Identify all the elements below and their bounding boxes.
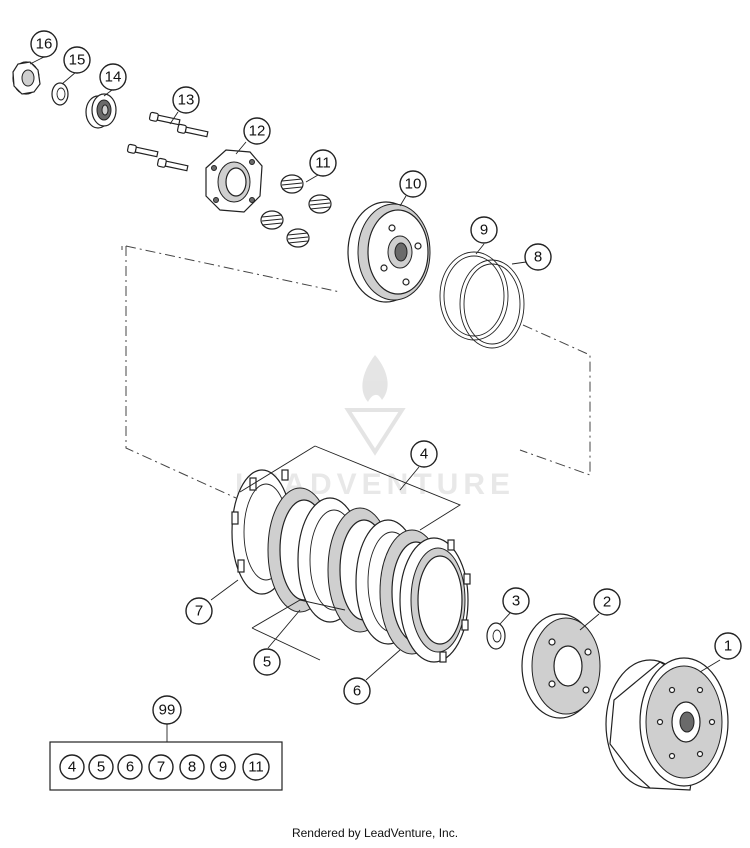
svg-text:4: 4 xyxy=(420,446,428,463)
svg-text:15: 15 xyxy=(69,52,86,69)
svg-text:7: 7 xyxy=(195,603,203,620)
callout-10[interactable]: 10 xyxy=(399,170,427,198)
nut-part xyxy=(12,61,41,95)
svg-text:8: 8 xyxy=(188,759,196,776)
kit-item-8[interactable]: 8 xyxy=(179,754,205,780)
svg-text:1: 1 xyxy=(724,638,732,655)
svg-text:99: 99 xyxy=(159,702,176,719)
clutch-disc-6 xyxy=(399,537,471,663)
callout-2[interactable]: 2 xyxy=(593,588,621,616)
svg-text:2: 2 xyxy=(603,594,611,611)
callout-6[interactable]: 6 xyxy=(343,677,371,705)
thrust-washer-part xyxy=(486,622,506,650)
callout-7[interactable]: 7 xyxy=(185,597,213,625)
kit-item-7[interactable]: 7 xyxy=(148,754,174,780)
bolts-part xyxy=(126,111,209,172)
callout-99[interactable]: 99 xyxy=(152,695,182,725)
callout-12[interactable]: 12 xyxy=(243,117,271,145)
svg-text:9: 9 xyxy=(219,759,227,776)
callout-16[interactable]: 16 xyxy=(30,30,58,58)
pressure-plate-part xyxy=(205,149,263,213)
svg-text:12: 12 xyxy=(249,123,266,140)
assembly-lines xyxy=(121,245,591,499)
svg-text:4: 4 xyxy=(68,759,76,776)
wire-ring-part xyxy=(459,259,525,349)
leader-lines xyxy=(29,56,721,742)
svg-text:9: 9 xyxy=(480,222,488,239)
kit-item-9[interactable]: 9 xyxy=(210,754,236,780)
support-plate-part xyxy=(521,613,601,719)
watermark-v-icon xyxy=(344,408,406,456)
svg-text:7: 7 xyxy=(157,759,165,776)
callout-14[interactable]: 14 xyxy=(99,63,127,91)
callout-9[interactable]: 9 xyxy=(470,216,498,244)
callout-3[interactable]: 3 xyxy=(502,587,530,615)
callout-8[interactable]: 8 xyxy=(524,243,552,271)
svg-text:6: 6 xyxy=(353,683,361,700)
svg-text:16: 16 xyxy=(36,36,53,53)
callout-4[interactable]: 4 xyxy=(410,440,438,468)
bearing-part xyxy=(85,93,117,129)
callout-1[interactable]: 1 xyxy=(714,632,742,660)
clutch-basket-part xyxy=(605,657,729,791)
washer-part xyxy=(51,82,69,106)
kit-item-6[interactable]: 6 xyxy=(117,754,143,780)
svg-text:13: 13 xyxy=(178,92,195,109)
svg-text:3: 3 xyxy=(512,593,520,610)
kit-item-11[interactable]: 11 xyxy=(242,753,270,781)
svg-text:8: 8 xyxy=(534,249,542,266)
callout-13[interactable]: 13 xyxy=(172,86,200,114)
kit-item-4[interactable]: 4 xyxy=(59,754,85,780)
svg-text:11: 11 xyxy=(315,155,331,172)
callout-5[interactable]: 5 xyxy=(253,648,281,676)
inner-hub-part xyxy=(347,201,431,303)
kit-box: 4 5 6 7 8 9 11 xyxy=(49,741,283,791)
watermark-flame-icon xyxy=(362,355,388,402)
svg-text:14: 14 xyxy=(105,69,122,86)
clutch-disc-stack xyxy=(231,469,471,663)
svg-text:11: 11 xyxy=(248,759,264,776)
svg-text:10: 10 xyxy=(405,176,422,193)
svg-text:5: 5 xyxy=(263,654,271,671)
svg-text:5: 5 xyxy=(97,759,105,776)
footer-credit: Rendered by LeadVenture, Inc. xyxy=(291,826,459,840)
kit-item-5[interactable]: 5 xyxy=(88,754,114,780)
svg-text:6: 6 xyxy=(126,759,134,776)
springs-part xyxy=(260,174,332,248)
callout-11[interactable]: 11 xyxy=(309,149,337,177)
callout-15[interactable]: 15 xyxy=(63,46,91,74)
